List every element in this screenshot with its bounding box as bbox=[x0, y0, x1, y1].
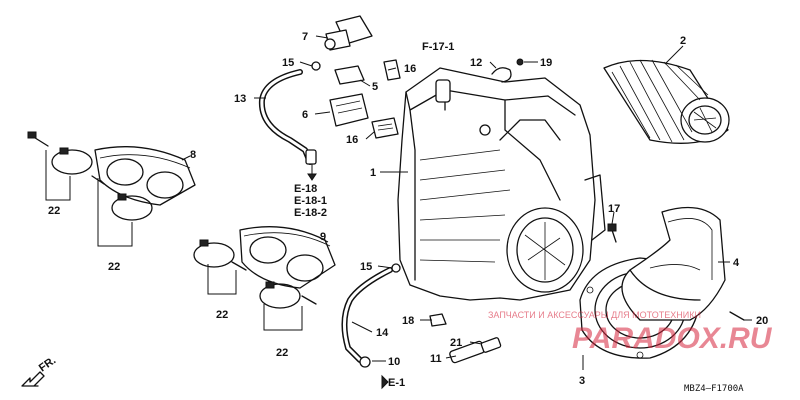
breather-tube-upper-inner bbox=[260, 70, 312, 164]
ref-e18-2: E-18-2 bbox=[294, 207, 327, 219]
callout-16-lower: 16 bbox=[346, 134, 358, 146]
sensor-gasket bbox=[334, 65, 365, 85]
screw-head-upper bbox=[27, 131, 37, 139]
leader-lines bbox=[181, 35, 752, 390]
screw-lower bbox=[231, 261, 247, 271]
callout-8: 8 bbox=[190, 149, 196, 161]
diagram-code: MBZ4–F1700A bbox=[684, 384, 744, 394]
tube-joint bbox=[305, 149, 317, 165]
callout-22-d: 22 bbox=[276, 347, 288, 359]
clip-12 bbox=[491, 67, 512, 83]
callout-3: 3 bbox=[579, 375, 585, 387]
breather-tube-lower-inner bbox=[343, 268, 392, 362]
callout-6: 6 bbox=[302, 109, 308, 121]
air-sensor bbox=[324, 15, 373, 51]
callout-1: 1 bbox=[370, 167, 376, 179]
callout-9: 9 bbox=[320, 231, 326, 243]
callout-7: 7 bbox=[302, 31, 308, 43]
watermark-logo: PARADOX.RU bbox=[572, 322, 773, 355]
screw-lower-b bbox=[301, 295, 317, 305]
bolt-17 bbox=[611, 229, 617, 243]
callout-22-c: 22 bbox=[216, 309, 228, 321]
carburetor-insulator-upper bbox=[94, 146, 196, 206]
insulator-band-lower-b bbox=[259, 281, 301, 309]
callout-17: 17 bbox=[608, 203, 620, 215]
insulator-band-lower-a bbox=[193, 239, 235, 268]
insulator-band-upper-a bbox=[51, 147, 93, 175]
clip-15-upper bbox=[311, 61, 321, 71]
callout-11: 11 bbox=[430, 353, 442, 365]
bolt-17-head bbox=[607, 223, 617, 232]
ref-e18-1: E-18-1 bbox=[294, 195, 327, 207]
sensor-bracket bbox=[329, 93, 369, 127]
ref-e18: E-18 bbox=[294, 183, 317, 195]
callout-16-upper: 16 bbox=[404, 63, 416, 75]
air-filter-element bbox=[603, 59, 730, 144]
screw-20 bbox=[729, 311, 745, 321]
grommet-b bbox=[371, 117, 399, 139]
callout-20: 20 bbox=[756, 315, 768, 327]
carburetor-insulator-lower bbox=[239, 226, 336, 289]
watermark-tagline: ЗАПЧАСТИ И АКСЕССУАРЫ ДЛЯ МОТОТЕХНИКИ bbox=[488, 310, 701, 320]
callout-4: 4 bbox=[733, 257, 740, 269]
callout-12: 12 bbox=[470, 57, 482, 69]
insulator-band-upper-b bbox=[111, 193, 153, 221]
front-direction-indicator: FR. bbox=[21, 354, 58, 387]
callout-5: 5 bbox=[372, 81, 378, 93]
ref-e1: E-1 bbox=[388, 377, 405, 389]
callout-15-upper: 15 bbox=[282, 57, 294, 69]
clip-10 bbox=[359, 356, 371, 368]
grommet-a bbox=[383, 59, 401, 81]
grommet-18 bbox=[429, 313, 447, 327]
air-cleaner-case bbox=[397, 67, 606, 301]
ref-f17-1: F-17-1 bbox=[422, 41, 454, 53]
intake-duct bbox=[621, 206, 726, 321]
callout-15-lower: 15 bbox=[360, 261, 372, 273]
screw-19 bbox=[516, 58, 524, 66]
callout-19: 19 bbox=[540, 57, 552, 69]
callout-21: 21 bbox=[450, 337, 462, 349]
callout-2: 2 bbox=[680, 35, 686, 47]
drain-clip bbox=[480, 337, 502, 353]
callout-22-b: 22 bbox=[108, 261, 120, 273]
clip-15-lower bbox=[391, 263, 401, 273]
callout-10: 10 bbox=[388, 356, 400, 368]
bracket-lines bbox=[45, 150, 303, 331]
callout-13: 13 bbox=[234, 93, 246, 105]
callout-22-a: 22 bbox=[48, 205, 60, 217]
callout-18: 18 bbox=[402, 315, 414, 327]
callout-14: 14 bbox=[376, 327, 389, 339]
